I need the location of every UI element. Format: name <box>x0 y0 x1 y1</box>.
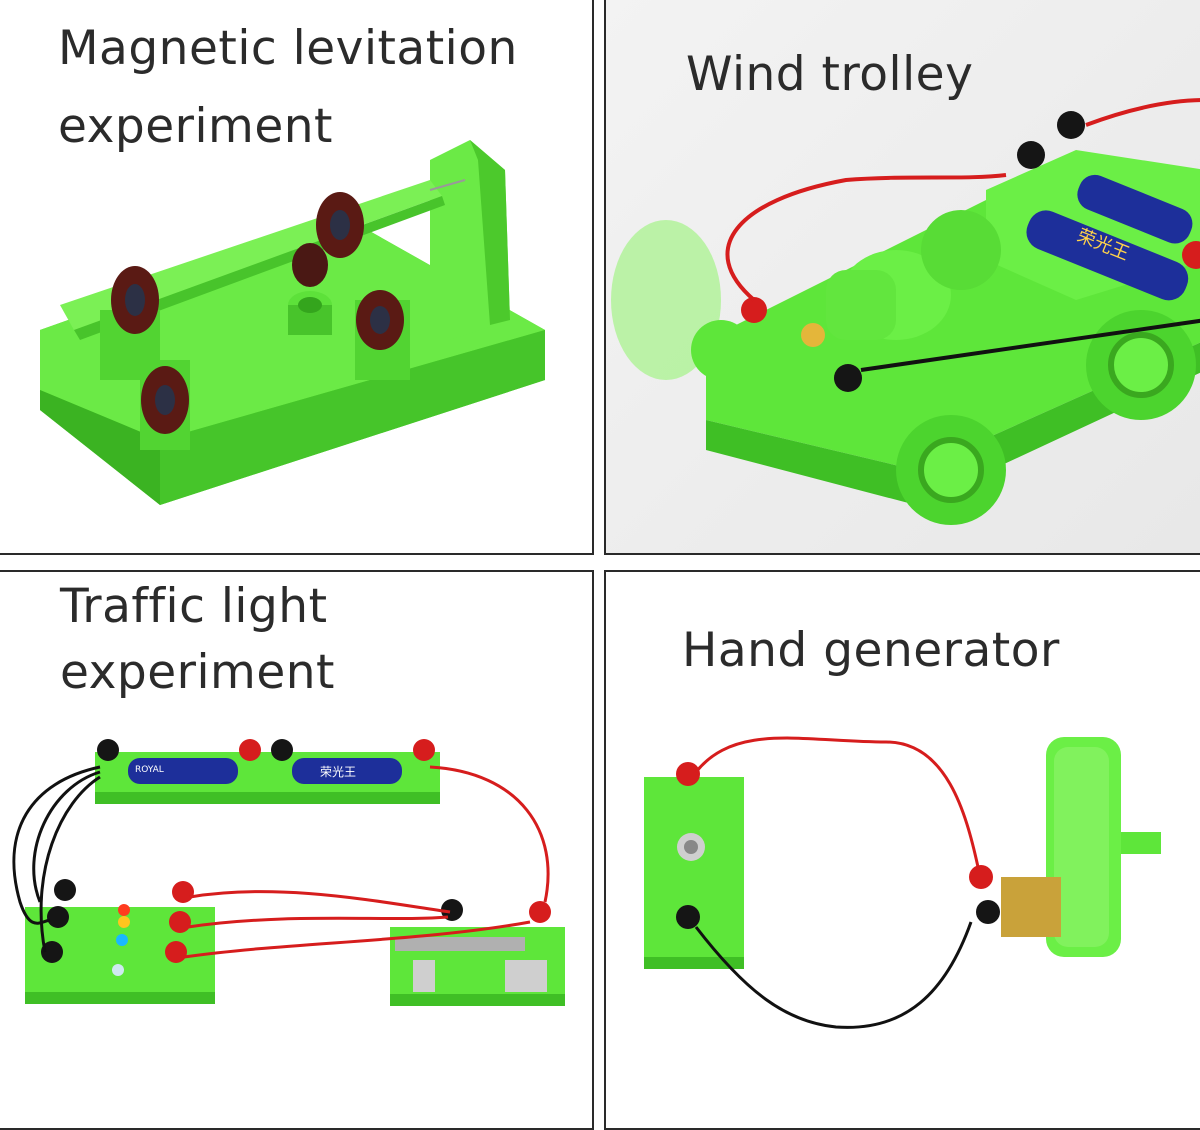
title-line-1: Wind trolley <box>686 47 974 102</box>
traffic-light-photo: ROYAL 荣光王 <box>12 739 565 1006</box>
title-line-1: Hand generator <box>682 623 1060 678</box>
title-line-2: experiment <box>60 645 335 700</box>
panel-title: Traffic light experiment <box>60 574 335 706</box>
panel-wind-trolley: Wind trolley 荣光王 <box>604 0 1200 555</box>
title-line-2: experiment <box>58 99 333 154</box>
title-line-1: Magnetic levitation <box>58 21 518 76</box>
title-line-1: Traffic light <box>60 579 328 634</box>
wind-trolley-photo: 荣光王 <box>611 98 1200 525</box>
panel-traffic-light: Traffic light experiment ROYAL 荣光王 <box>0 570 594 1130</box>
battery-label: ROYAL <box>135 765 164 775</box>
panel-title: Hand generator <box>682 612 1060 690</box>
panel-title: Magnetic levitation experiment <box>58 10 518 166</box>
panel-magnetic-levitation: Magnetic levitation experiment <box>0 0 594 555</box>
hand-generator-photo <box>644 736 1161 1029</box>
panel-hand-generator: Hand generator <box>604 570 1200 1130</box>
magnetic-levitation-photo <box>40 140 545 505</box>
panel-title: Wind trolley <box>686 36 973 114</box>
battery-label: 荣光王 <box>320 765 356 779</box>
